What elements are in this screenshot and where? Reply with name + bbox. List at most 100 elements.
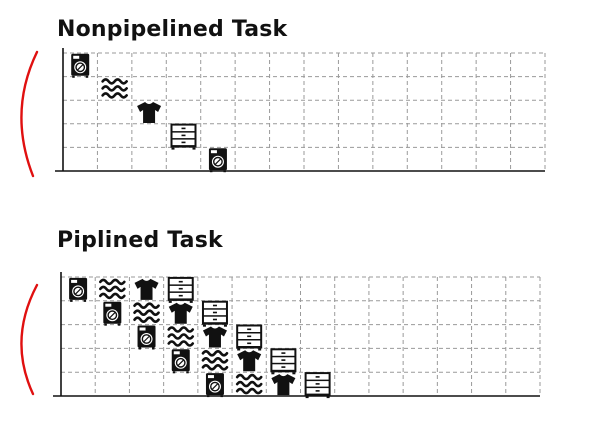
washer-icon — [205, 373, 224, 398]
washer-foot — [104, 323, 107, 326]
washer-panel — [210, 150, 217, 154]
wave-line — [101, 78, 128, 85]
wave-line — [99, 292, 126, 300]
red-bracket-annotation — [20, 283, 39, 396]
drawer-handle — [181, 134, 186, 137]
washer-panel — [173, 351, 180, 355]
pipelined-title: Piplined Task — [57, 228, 223, 253]
drawer-handle — [212, 318, 217, 321]
shirt-shape — [134, 278, 159, 300]
drawer-handle — [181, 141, 186, 144]
drawer-foot — [189, 300, 193, 303]
drawer-foot — [202, 324, 206, 327]
washer-panel — [71, 279, 78, 283]
washer-drum-mark — [75, 288, 82, 295]
washer-foot — [83, 299, 87, 302]
drawer-handle — [281, 359, 286, 361]
grid — [63, 52, 546, 171]
shirt-shape — [271, 374, 296, 396]
drawer-handle — [178, 294, 183, 297]
washer-panel — [105, 303, 112, 307]
wave-line — [133, 302, 160, 309]
washer-drum-mark — [212, 383, 218, 390]
drawer-icon — [236, 324, 263, 351]
washer-foot — [172, 371, 176, 374]
drawer-handle — [247, 342, 252, 345]
drawer-foot — [271, 372, 275, 375]
washer-foot — [117, 323, 121, 326]
drawer-foot — [192, 147, 196, 150]
drawer-icon — [201, 300, 228, 327]
drawer-handle — [178, 280, 183, 283]
drawer-foot — [171, 147, 175, 150]
dryer-wave-icon — [101, 78, 128, 99]
washer-drum-mark — [109, 312, 116, 319]
shirt-icon — [168, 302, 193, 324]
wave-line — [235, 373, 263, 381]
drawer-foot — [223, 324, 227, 327]
wave-line — [235, 387, 263, 395]
dryer-wave-icon — [167, 326, 195, 347]
grid — [61, 276, 541, 396]
drawer-icon — [270, 348, 297, 375]
washer-icon — [137, 325, 156, 350]
drawer-handle — [281, 352, 286, 354]
washer-foot — [138, 347, 142, 350]
washer-icon — [69, 277, 88, 302]
drawer-foot — [326, 396, 330, 399]
washer-drum-mark — [143, 336, 150, 342]
drawer-handle — [281, 366, 286, 368]
wave-line — [167, 326, 195, 333]
shirt-shape — [168, 302, 193, 324]
shirt-icon — [237, 350, 262, 372]
washer-foot — [206, 395, 210, 398]
washer-foot — [223, 170, 226, 173]
washer-foot — [152, 347, 155, 350]
drawer-handle — [247, 328, 252, 331]
washer-panel — [73, 55, 80, 59]
drawer-foot — [168, 300, 172, 303]
drawer-handle — [212, 311, 217, 314]
drawer-handle — [212, 304, 217, 307]
washer-drum — [213, 156, 223, 167]
drawer-foot — [292, 372, 296, 375]
wave-line — [99, 285, 126, 293]
wave-line — [201, 364, 229, 371]
drawer-foot — [258, 348, 262, 351]
wave-line — [201, 357, 229, 364]
drawer-handle — [315, 390, 320, 392]
washer-foot — [85, 75, 89, 78]
washer-icon — [103, 301, 122, 326]
dryer-wave-icon — [133, 302, 160, 323]
drawer-handle — [181, 127, 186, 130]
wave-line — [101, 92, 128, 99]
shirt-icon — [202, 326, 227, 348]
wave-line — [99, 278, 126, 286]
wave-line — [167, 340, 195, 347]
washer-drum — [73, 286, 84, 297]
washer-foot — [186, 371, 189, 374]
washer-icon — [171, 349, 190, 374]
wave-line — [201, 350, 229, 357]
washer-drum-mark — [77, 64, 84, 71]
washer-drum-mark — [177, 359, 184, 366]
drawer-icon — [170, 123, 197, 150]
drawer-handle — [315, 376, 320, 378]
washer-drum — [210, 381, 220, 392]
washer-drum-mark — [215, 158, 221, 165]
drawer-icon — [304, 372, 331, 399]
red-bracket-annotation — [20, 50, 39, 178]
dryer-wave-icon — [201, 350, 229, 371]
dryer-wave-icon — [99, 278, 126, 300]
dryer-wave-icon — [235, 373, 263, 395]
drawer-foot — [237, 348, 241, 351]
shirt-icon — [134, 278, 159, 300]
shirt-icon — [271, 374, 296, 396]
wave-line — [133, 309, 160, 316]
wave-line — [133, 316, 160, 323]
drawer-handle — [247, 335, 252, 338]
washer-foot — [72, 75, 75, 78]
washer-drum — [175, 357, 186, 368]
